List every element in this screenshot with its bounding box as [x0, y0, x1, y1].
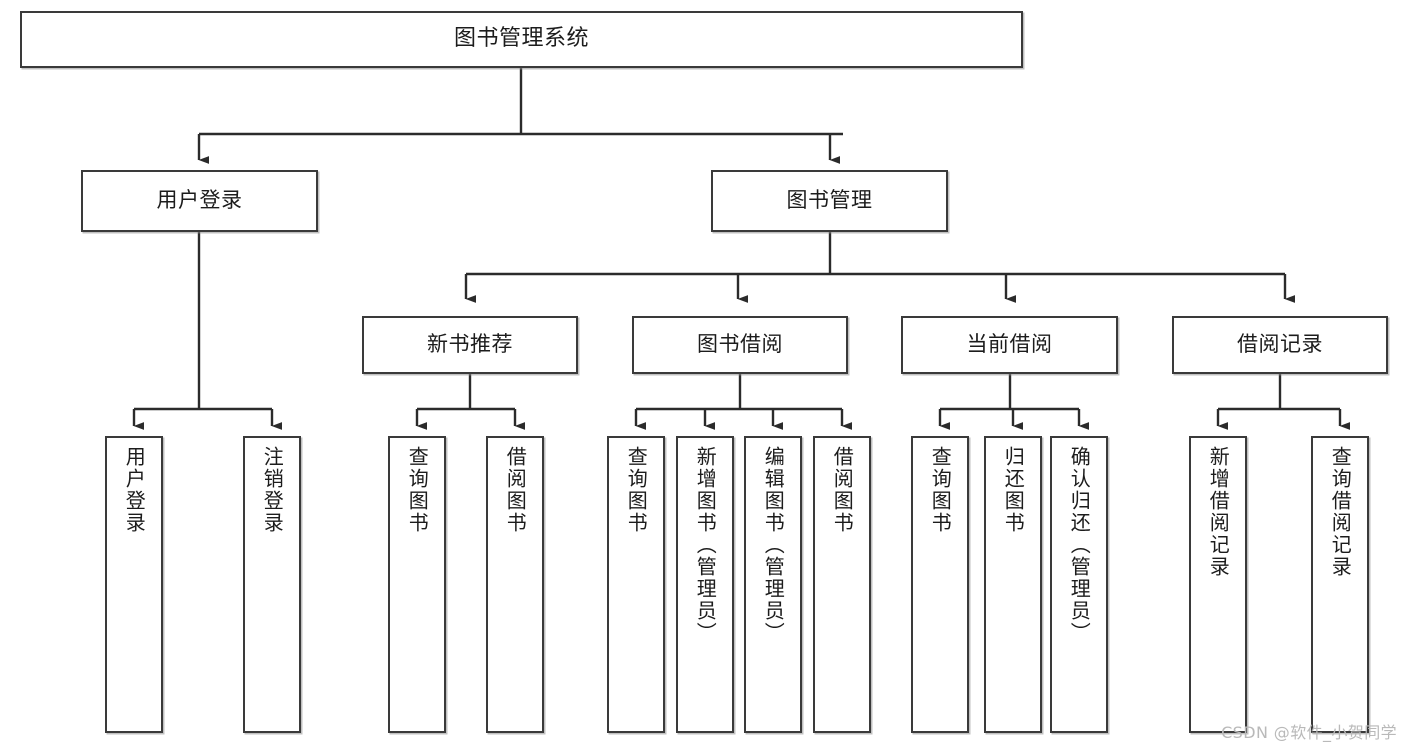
leaf-borrow-book-recommend-label: 借阅图书 [503, 446, 528, 534]
node-root[interactable]: 图书管理系统 [20, 11, 1023, 68]
leaf-borrow-book-borrow[interactable]: 借阅图书 [813, 436, 871, 733]
node-new-book-recommend-label: 新书推荐 [427, 332, 513, 357]
leaf-confirm-return-admin[interactable]: 确认归还（管理员） [1050, 436, 1108, 733]
leaf-add-book-admin-label: 新增图书（管理员） [693, 446, 718, 644]
leaf-query-borrow-record[interactable]: 查询借阅记录 [1311, 436, 1369, 733]
leaf-query-borrow-record-label: 查询借阅记录 [1328, 446, 1353, 578]
node-current-borrow[interactable]: 当前借阅 [901, 316, 1118, 374]
csdn-watermark: CSDN @软件_小贺同学 [1221, 723, 1397, 742]
node-book-management-label: 图书管理 [786, 188, 873, 213]
node-root-label: 图书管理系统 [453, 26, 589, 52]
leaf-user-login[interactable]: 用户登录 [105, 436, 163, 733]
leaf-user-login-label: 用户登录 [122, 446, 147, 534]
node-current-borrow-label: 当前借阅 [966, 332, 1053, 357]
node-user-login-label: 用户登录 [156, 188, 243, 213]
leaf-query-book-recommend[interactable]: 查询图书 [388, 436, 446, 733]
leaf-add-borrow-record[interactable]: 新增借阅记录 [1189, 436, 1247, 733]
leaf-edit-book-admin[interactable]: 编辑图书（管理员） [744, 436, 802, 733]
leaf-borrow-book-recommend[interactable]: 借阅图书 [486, 436, 544, 733]
leaf-borrow-book-borrow-label: 借阅图书 [830, 446, 855, 534]
leaf-return-book[interactable]: 归还图书 [984, 436, 1042, 733]
leaf-query-book-current-label: 查询图书 [928, 446, 953, 534]
leaf-logout[interactable]: 注销登录 [243, 436, 301, 733]
leaf-add-borrow-record-label: 新增借阅记录 [1206, 446, 1231, 578]
leaf-return-book-label: 归还图书 [1001, 446, 1026, 534]
node-book-borrow[interactable]: 图书借阅 [632, 316, 848, 374]
node-borrow-record[interactable]: 借阅记录 [1172, 316, 1388, 374]
leaf-confirm-return-admin-label: 确认归还（管理员） [1067, 446, 1092, 644]
leaf-query-book-current[interactable]: 查询图书 [911, 436, 969, 733]
node-user-login[interactable]: 用户登录 [81, 170, 318, 232]
leaf-query-book-borrow[interactable]: 查询图书 [607, 436, 665, 733]
node-new-book-recommend[interactable]: 新书推荐 [362, 316, 578, 374]
node-book-management[interactable]: 图书管理 [711, 170, 948, 232]
leaf-query-book-recommend-label: 查询图书 [405, 446, 430, 534]
node-book-borrow-label: 图书借阅 [697, 332, 783, 357]
leaf-edit-book-admin-label: 编辑图书（管理员） [761, 446, 786, 644]
leaf-logout-label: 注销登录 [260, 446, 285, 534]
node-borrow-record-label: 借阅记录 [1237, 332, 1323, 357]
leaf-query-book-borrow-label: 查询图书 [624, 446, 649, 534]
leaf-add-book-admin[interactable]: 新增图书（管理员） [676, 436, 734, 733]
